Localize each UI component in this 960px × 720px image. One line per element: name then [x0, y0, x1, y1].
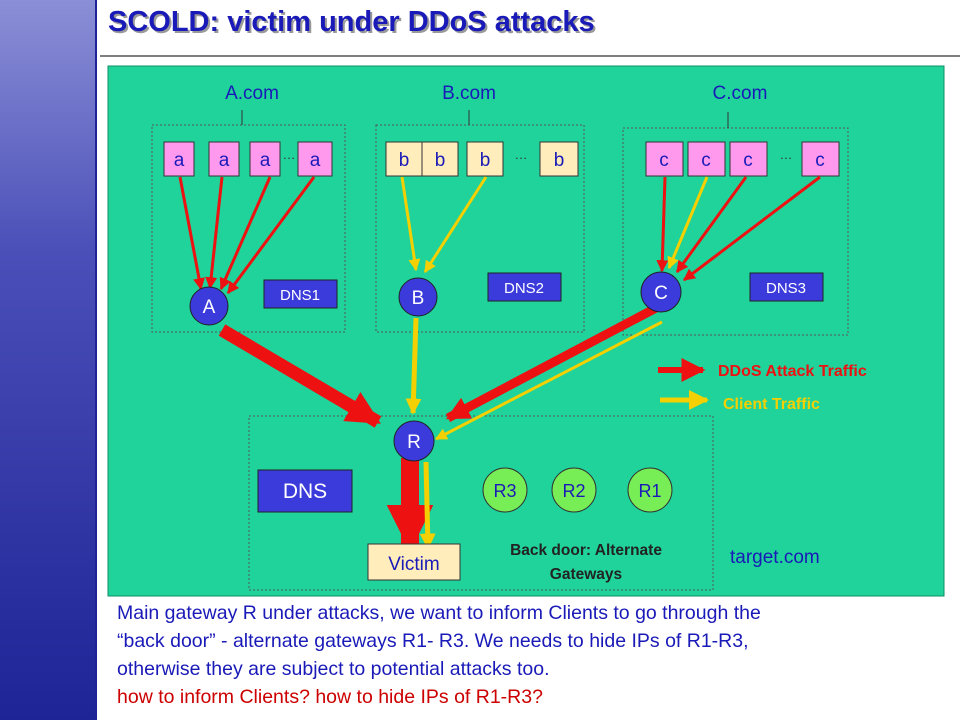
host-b-2-label: b [435, 150, 446, 171]
host-c-2 [687, 141, 726, 177]
host-b-2 [421, 141, 459, 177]
gateway-r2-label: R2 [562, 481, 585, 501]
gateway-r3-label: R3 [493, 481, 516, 501]
host-a-3 [249, 141, 281, 177]
host-b-ellipsis: … [515, 147, 528, 162]
main-gateway-r-label: R [407, 432, 421, 453]
dns1-label: DNS1 [280, 287, 320, 304]
host-group-c: c c c c … [645, 141, 840, 177]
router-c-label: C [654, 283, 668, 304]
host-c-1-label: c [659, 150, 669, 171]
legend-ddos-label: DDoS Attack Traffic [718, 363, 867, 380]
host-a-2-label: a [219, 150, 230, 171]
caption-line-3: otherwise they are subject to potential … [117, 658, 550, 680]
domain-label-a: A.com [225, 83, 279, 104]
host-b-1-label: b [399, 150, 410, 171]
attack-arrow-a-to-r [218, 324, 382, 428]
attack-arrow-c1 [656, 176, 669, 273]
host-c-4-label: c [815, 150, 825, 171]
host-c-4 [801, 141, 840, 177]
client-arrow-r-to-victim [419, 461, 436, 550]
router-b-label: B [412, 288, 425, 309]
host-c-ellipsis: … [780, 147, 793, 162]
host-c-3 [729, 141, 768, 177]
host-arrows [178, 175, 821, 294]
router-c [640, 271, 682, 313]
legend-client-label: Client Traffic [723, 396, 820, 413]
router-b [398, 277, 438, 317]
host-a-1-label: a [174, 150, 185, 171]
router-a [189, 286, 229, 326]
gateway-r1 [627, 467, 673, 513]
gateway-r3 [482, 467, 528, 513]
attack-arrow-c3 [675, 176, 748, 273]
host-b-3-label: b [480, 150, 491, 171]
slide-caption: Main gateway R under attacks, we want to… [117, 599, 927, 711]
client-arrow-c2 [667, 176, 709, 270]
host-a-ellipsis: … [283, 147, 296, 162]
host-b-3 [466, 141, 504, 177]
dns3-label: DNS3 [766, 280, 806, 297]
attack-arrow-a2 [205, 176, 224, 290]
host-c-3-label: c [743, 150, 753, 171]
host-c-2-label: c [701, 150, 711, 171]
dns3-box [749, 272, 824, 302]
host-b-4-label: b [554, 150, 565, 171]
host-group-b: b b b b … [385, 141, 579, 177]
legend: DDoS Attack Traffic Client Traffic [658, 358, 867, 413]
client-arrow-c-to-r [434, 320, 663, 441]
attack-arrow-c-to-r [445, 304, 659, 422]
backdoor-label-line1: Back door: Alternate [510, 542, 662, 559]
domain-box-c [622, 127, 849, 336]
host-a-2 [208, 141, 240, 177]
domain-label-b: B.com [442, 83, 496, 104]
client-arrow-b2 [423, 176, 488, 274]
dns1-box [263, 279, 338, 309]
caption-line-1: Main gateway R under attacks, we want to… [117, 602, 761, 624]
backdoor-label-line2: Gateways [550, 566, 622, 583]
sidebar-separator [95, 0, 97, 720]
backbone-arrows [218, 304, 663, 441]
slide-title: SCOLD: victim under DDoS attacks [108, 6, 595, 38]
main-gateway-r [393, 420, 435, 462]
host-group-a: a a a a … [163, 141, 333, 177]
dns2-box [487, 272, 562, 302]
host-a-4-label: a [310, 150, 321, 171]
host-b-4 [539, 141, 579, 177]
host-a-3-label: a [260, 150, 271, 171]
caption-question: how to inform Clients? how to hide IPs o… [117, 686, 543, 708]
attack-arrow-c4 [683, 175, 821, 282]
target-dns-label: DNS [283, 480, 327, 503]
slide-sidebar [0, 0, 95, 720]
gateway-r1-label: R1 [638, 481, 661, 501]
dns2-label: DNS2 [504, 280, 544, 297]
target-domain-label: target.com [730, 547, 820, 568]
domain-box-a [151, 124, 346, 333]
host-a-4 [297, 141, 333, 177]
client-arrow-b-to-r [405, 317, 422, 415]
domain-label-c: C.com [713, 83, 768, 104]
host-c-1 [645, 141, 684, 177]
client-arrow-b1 [400, 176, 421, 272]
attack-arrow-a3 [219, 176, 272, 291]
domain-box-b [375, 124, 585, 333]
victim-box [367, 543, 461, 581]
title-divider [100, 55, 960, 57]
caption-line-2: “back door” - alternate gateways R1- R3.… [117, 630, 749, 652]
router-a-label: A [203, 297, 216, 318]
host-a-1 [163, 141, 195, 177]
attack-arrow-a4 [226, 176, 316, 294]
target-dns-box [257, 469, 353, 513]
gateway-r2 [551, 467, 597, 513]
victim-label: Victim [388, 554, 439, 575]
attack-arrow-a1 [178, 176, 205, 291]
